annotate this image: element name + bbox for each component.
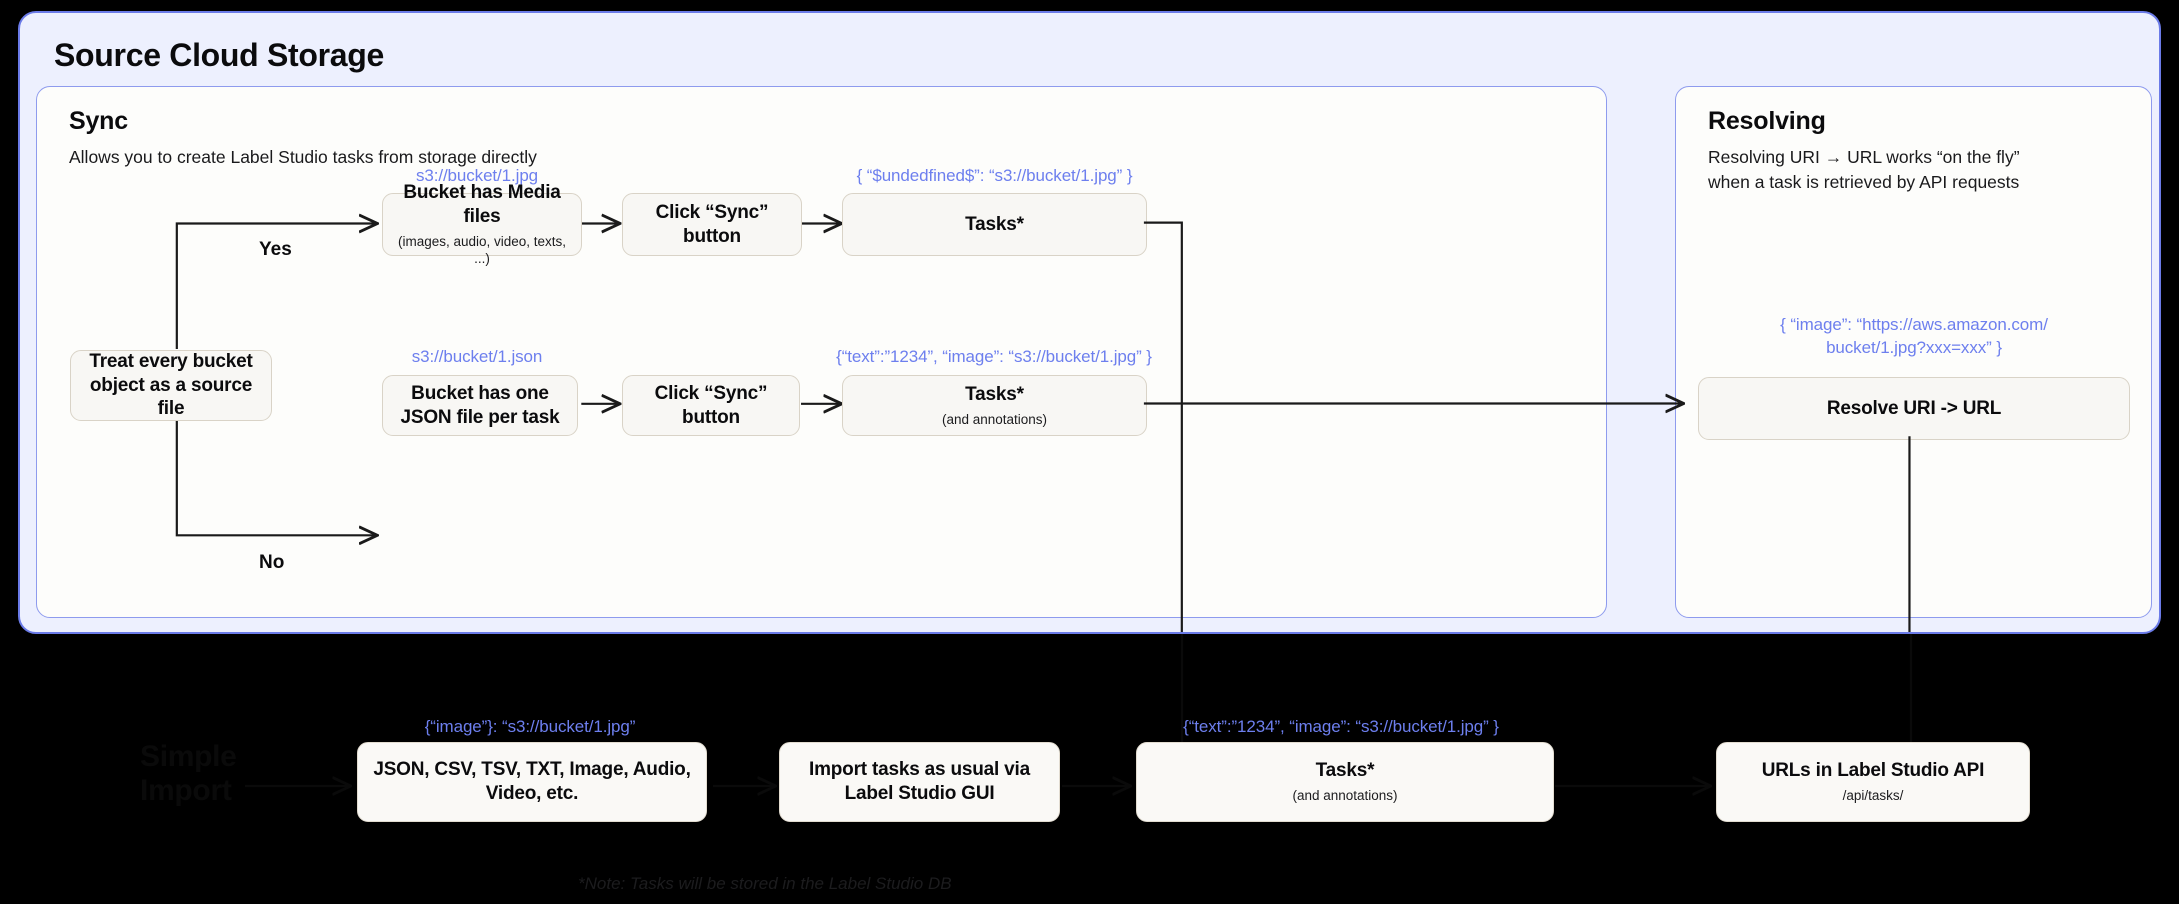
node-title: Click “Sync” button xyxy=(655,201,769,247)
page-title: Source Cloud Storage xyxy=(54,37,385,73)
sync-panel-subtitle: Allows you to create Label Studio tasks … xyxy=(69,147,537,167)
watermark-simple-import: Simple Import xyxy=(140,740,237,807)
annotation-yes-source: s3://bucket/1.jpg xyxy=(415,166,539,185)
annotation-yes-result: { “$undedfined$”: “s3://bucket/1.jpg” } xyxy=(856,166,1133,185)
node-subtitle: /api/tasks/ xyxy=(1842,788,1904,803)
sync-panel-title: Sync xyxy=(69,107,128,135)
node-tasks-yes: Tasks* xyxy=(842,193,1147,256)
node-treat-bucket-object: Treat every bucket object as a source fi… xyxy=(70,350,272,421)
node-supported-formats: JSON, CSV, TSV, TXT, Image, Audio, Video… xyxy=(357,742,707,822)
node-label: Treat every bucket object as a source fi… xyxy=(89,351,253,420)
source-cloud-storage-panel: Source Cloud Storage Sync Allows you to … xyxy=(18,11,2161,634)
node-subtitle: (images, audio, video, texts, ...) xyxy=(397,233,567,267)
node-title: JSON, CSV, TSV, TXT, Image, Audio, Video… xyxy=(373,759,691,804)
footnote: *Note: Tasks will be stored in the Label… xyxy=(578,874,952,893)
resolving-panel: Resolving Resolving URI → URL works “on … xyxy=(1675,86,2152,618)
node-urls-in-label-studio-api: URLs in Label Studio API /api/tasks/ xyxy=(1716,742,2030,822)
sync-panel: Sync Allows you to create Label Studio t… xyxy=(36,86,1607,618)
node-click-sync-button-no: Click “Sync” button xyxy=(622,375,800,436)
node-title: Resolve URI -> URL xyxy=(1826,397,2002,419)
annotation-no-source: s3://bucket/1.json xyxy=(411,347,543,366)
node-tasks-bottom: Tasks* (and annotations) xyxy=(1136,742,1554,822)
node-subtitle: (and annotations) xyxy=(1292,788,1398,803)
node-title: URLs in Label Studio API xyxy=(1761,760,1985,782)
node-bucket-has-media-files: Bucket has Media files (images, audio, v… xyxy=(382,182,582,266)
node-title: Tasks* xyxy=(965,383,1024,405)
node-import-tasks-gui: Import tasks as usual via Label Studio G… xyxy=(779,742,1060,822)
node-title: Tasks* xyxy=(965,213,1024,235)
node-title: Click “Sync” button xyxy=(654,382,768,428)
node-resolve-uri-url: Resolve URI -> URL xyxy=(1698,377,2130,440)
resolving-panel-title: Resolving xyxy=(1708,107,1826,135)
node-subtitle: (and annotations) xyxy=(941,411,1048,427)
node-title: Bucket has one JSON file per task xyxy=(400,382,560,428)
node-title: Bucket has Media files xyxy=(403,182,561,227)
annotation-bottom-item3: {“text”:”1234”, “image”: “s3://bucket/1.… xyxy=(1183,717,1499,736)
node-bucket-has-one-json: Bucket has one JSON file per task xyxy=(382,375,578,436)
annotation-bottom-item1: {“image”}: “s3://bucket/1.jpg” xyxy=(424,717,636,736)
resolving-panel-subtitle: Resolving URI → URL works “on the fly” w… xyxy=(1708,147,2020,192)
annotation-resolved-url: { “image”: “https://aws.amazon.com/ buck… xyxy=(1780,315,2048,357)
branch-label-no: No xyxy=(259,552,285,573)
branch-label-yes: Yes xyxy=(259,239,292,260)
node-title: Tasks* xyxy=(1315,760,1375,782)
node-click-sync-button-yes: Click “Sync” button xyxy=(622,193,802,256)
node-tasks-no: Tasks* (and annotations) xyxy=(842,375,1147,436)
annotation-no-result: {“text”:”1234”, “image”: “s3://bucket/1.… xyxy=(836,347,1152,366)
node-title: Import tasks as usual via Label Studio G… xyxy=(809,759,1030,804)
